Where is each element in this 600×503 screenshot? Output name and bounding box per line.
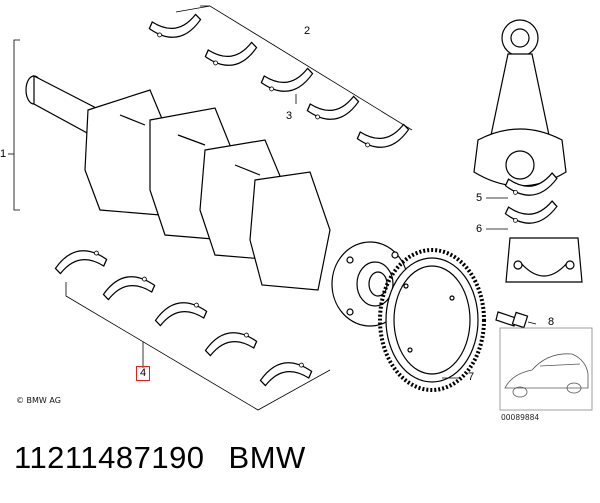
callout-6: 6: [476, 223, 483, 235]
callout-3: 3: [286, 110, 293, 122]
callout-1: 1: [0, 148, 7, 160]
rod-cap: [505, 237, 583, 283]
bolt: [495, 311, 529, 329]
bracket-left: [8, 39, 20, 211]
connecting-rod: [473, 19, 567, 187]
part-caption: 11211487190 BMW: [14, 440, 306, 476]
crankshaft: [25, 75, 409, 327]
bracket-lower-shells: [65, 282, 331, 411]
leader-lines: [295, 94, 537, 379]
brand-name: BMW: [228, 440, 306, 475]
callout-7: 7: [468, 371, 475, 383]
callout-2: 2: [304, 25, 311, 37]
bracket-upper-shells: [175, 5, 413, 131]
copyright-notice: © BMW AG: [16, 396, 61, 405]
callout-8: 8: [548, 316, 555, 328]
image-number: 00089884: [501, 413, 540, 422]
callout-5: 5: [476, 192, 483, 204]
crankshaft-exploded-diagram: [8, 5, 593, 411]
callout-4: 4: [136, 366, 151, 381]
ring-gear: [378, 248, 486, 392]
part-number: 11211487190: [14, 440, 205, 475]
car-thumbnail: [499, 327, 593, 411]
